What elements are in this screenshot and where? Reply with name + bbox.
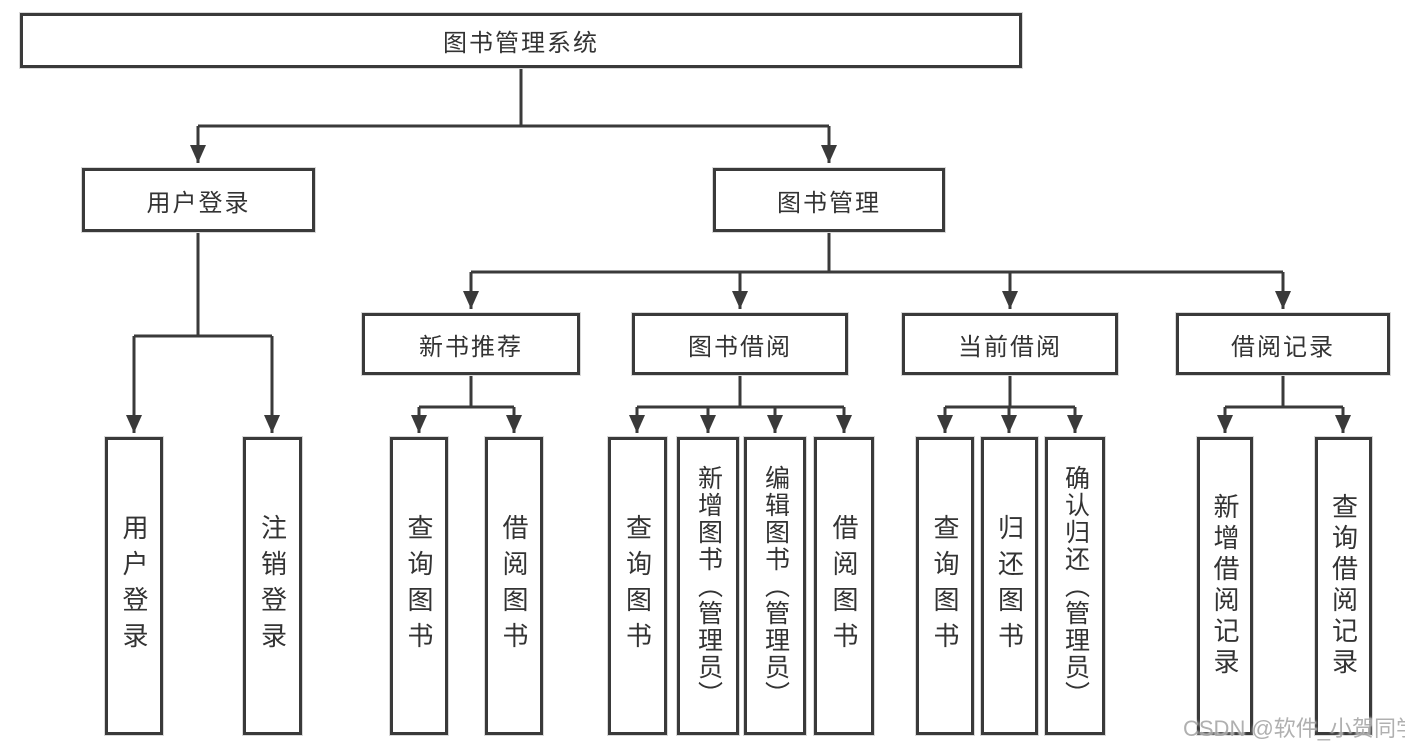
node-label: 确认归还（管理员）: [1061, 464, 1090, 708]
node-label: 图书借阅: [688, 333, 792, 361]
connector-root-to-level2: [190, 68, 837, 163]
connector-user-login-group: [126, 232, 280, 433]
node-label: 用户登录: [146, 189, 251, 217]
node-label: 用户登录: [119, 514, 149, 658]
node-leaf-edit-books-admin: 编辑图书（管理员）: [744, 437, 806, 735]
node-leaf-borrow-books-recommend: 借阅图书: [485, 437, 543, 735]
connector-book-borrowing-group: [629, 375, 852, 433]
node-label: 当前借阅: [958, 333, 1062, 361]
node-leaf-query-books-current: 查询图书: [916, 437, 974, 735]
node-leaf-confirm-return-admin: 确认归还（管理员）: [1045, 437, 1105, 735]
node-label: 查询图书: [404, 514, 434, 658]
node-current-borrowing: 当前借阅: [902, 313, 1118, 375]
node-label: 查询图书: [622, 514, 653, 658]
node-label: 编辑图书（管理员）: [761, 464, 790, 708]
node-label: 注销登录: [257, 514, 288, 658]
node-new-book-recommendation: 新书推荐: [362, 313, 580, 375]
node-leaf-query-borrow-record: 查询借阅记录: [1315, 437, 1372, 735]
connector-current-borrowing-group: [937, 375, 1083, 433]
node-leaf-return-books: 归还图书: [981, 437, 1038, 735]
node-book-borrowing: 图书借阅: [632, 313, 848, 375]
node-label: 借阅图书: [829, 514, 859, 658]
node-label: 借阅图书: [499, 514, 529, 658]
node-label: 图书管理系统: [443, 30, 599, 57]
node-leaf-add-books-admin: 新增图书（管理员）: [677, 437, 739, 735]
csdn-watermark: CSDN @软件_小贺同学: [1183, 716, 1405, 741]
node-label: 新书推荐: [419, 333, 523, 361]
node-book-management: 图书管理: [713, 168, 945, 232]
node-label: 查询图书: [930, 514, 960, 658]
node-leaf-borrow-books: 借阅图书: [814, 437, 874, 735]
connector-new-book-recommendation-group: [411, 375, 522, 433]
node-label: 图书管理: [777, 189, 881, 217]
node-leaf-add-borrow-record: 新增借阅记录: [1197, 437, 1253, 735]
connector-book-management-group: [463, 232, 1291, 309]
node-leaf-user-login: 用户登录: [105, 437, 163, 735]
node-label: 查询借阅记录: [1328, 493, 1359, 679]
node-label: 新增图书（管理员）: [694, 464, 723, 708]
node-library-management-system: 图书管理系统: [20, 13, 1022, 68]
node-leaf-logout: 注销登录: [243, 437, 302, 735]
node-user-login: 用户登录: [82, 168, 315, 232]
node-label: 新增借阅记录: [1210, 493, 1240, 679]
node-borrowing-records: 借阅记录: [1176, 313, 1390, 375]
node-label: 借阅记录: [1231, 333, 1335, 361]
node-leaf-query-books-borrowing: 查询图书: [608, 437, 667, 735]
node-leaf-query-books-recommend: 查询图书: [390, 437, 448, 735]
node-label: 归还图书: [994, 514, 1025, 658]
connector-borrowing-records-group: [1217, 375, 1351, 433]
